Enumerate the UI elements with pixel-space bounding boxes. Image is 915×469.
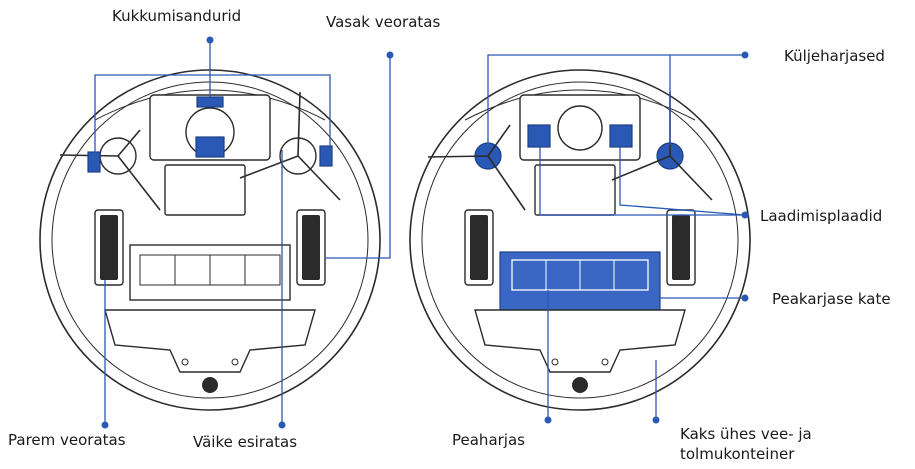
label-kuljeharjased: Küljeharjased [784, 47, 885, 65]
cliff-sensor-right [319, 145, 333, 167]
label-konteiner-line2: tolmukonteiner [680, 445, 795, 463]
label-peakarjase-kate: Peakarjase kate [772, 290, 891, 308]
charging-contact-left [527, 124, 551, 148]
label-vaike-esiratas: Väike esiratas [193, 433, 298, 451]
right-drive-wheel [100, 215, 118, 280]
right-robot-bottom-view [409, 69, 751, 411]
right-leader-lines [487, 51, 749, 424]
charging-contact-right [609, 124, 633, 148]
left-leader-lines [94, 36, 394, 429]
label-kukkumisandurid: Kukkumisandurid [112, 7, 242, 25]
cliff-sensor-top [196, 96, 224, 108]
label-konteiner-line1: Kaks ühes vee- ja [680, 425, 812, 443]
cliff-sensor-left [87, 151, 101, 173]
label-konteiner: Kaks ühes vee- ja tolmukonteiner [680, 424, 870, 464]
label-laadimisplaadid: Laadimisplaadid [760, 207, 883, 225]
label-parem-veoratas: Parem veoratas [8, 431, 126, 449]
caster-wheel-housing [195, 136, 225, 158]
label-peaharjas: Peaharjas [452, 431, 525, 449]
left-robot-bottom-view [39, 69, 381, 411]
label-vasak-veoratas: Vasak veoratas [326, 13, 441, 31]
left-drive-wheel [302, 215, 320, 280]
